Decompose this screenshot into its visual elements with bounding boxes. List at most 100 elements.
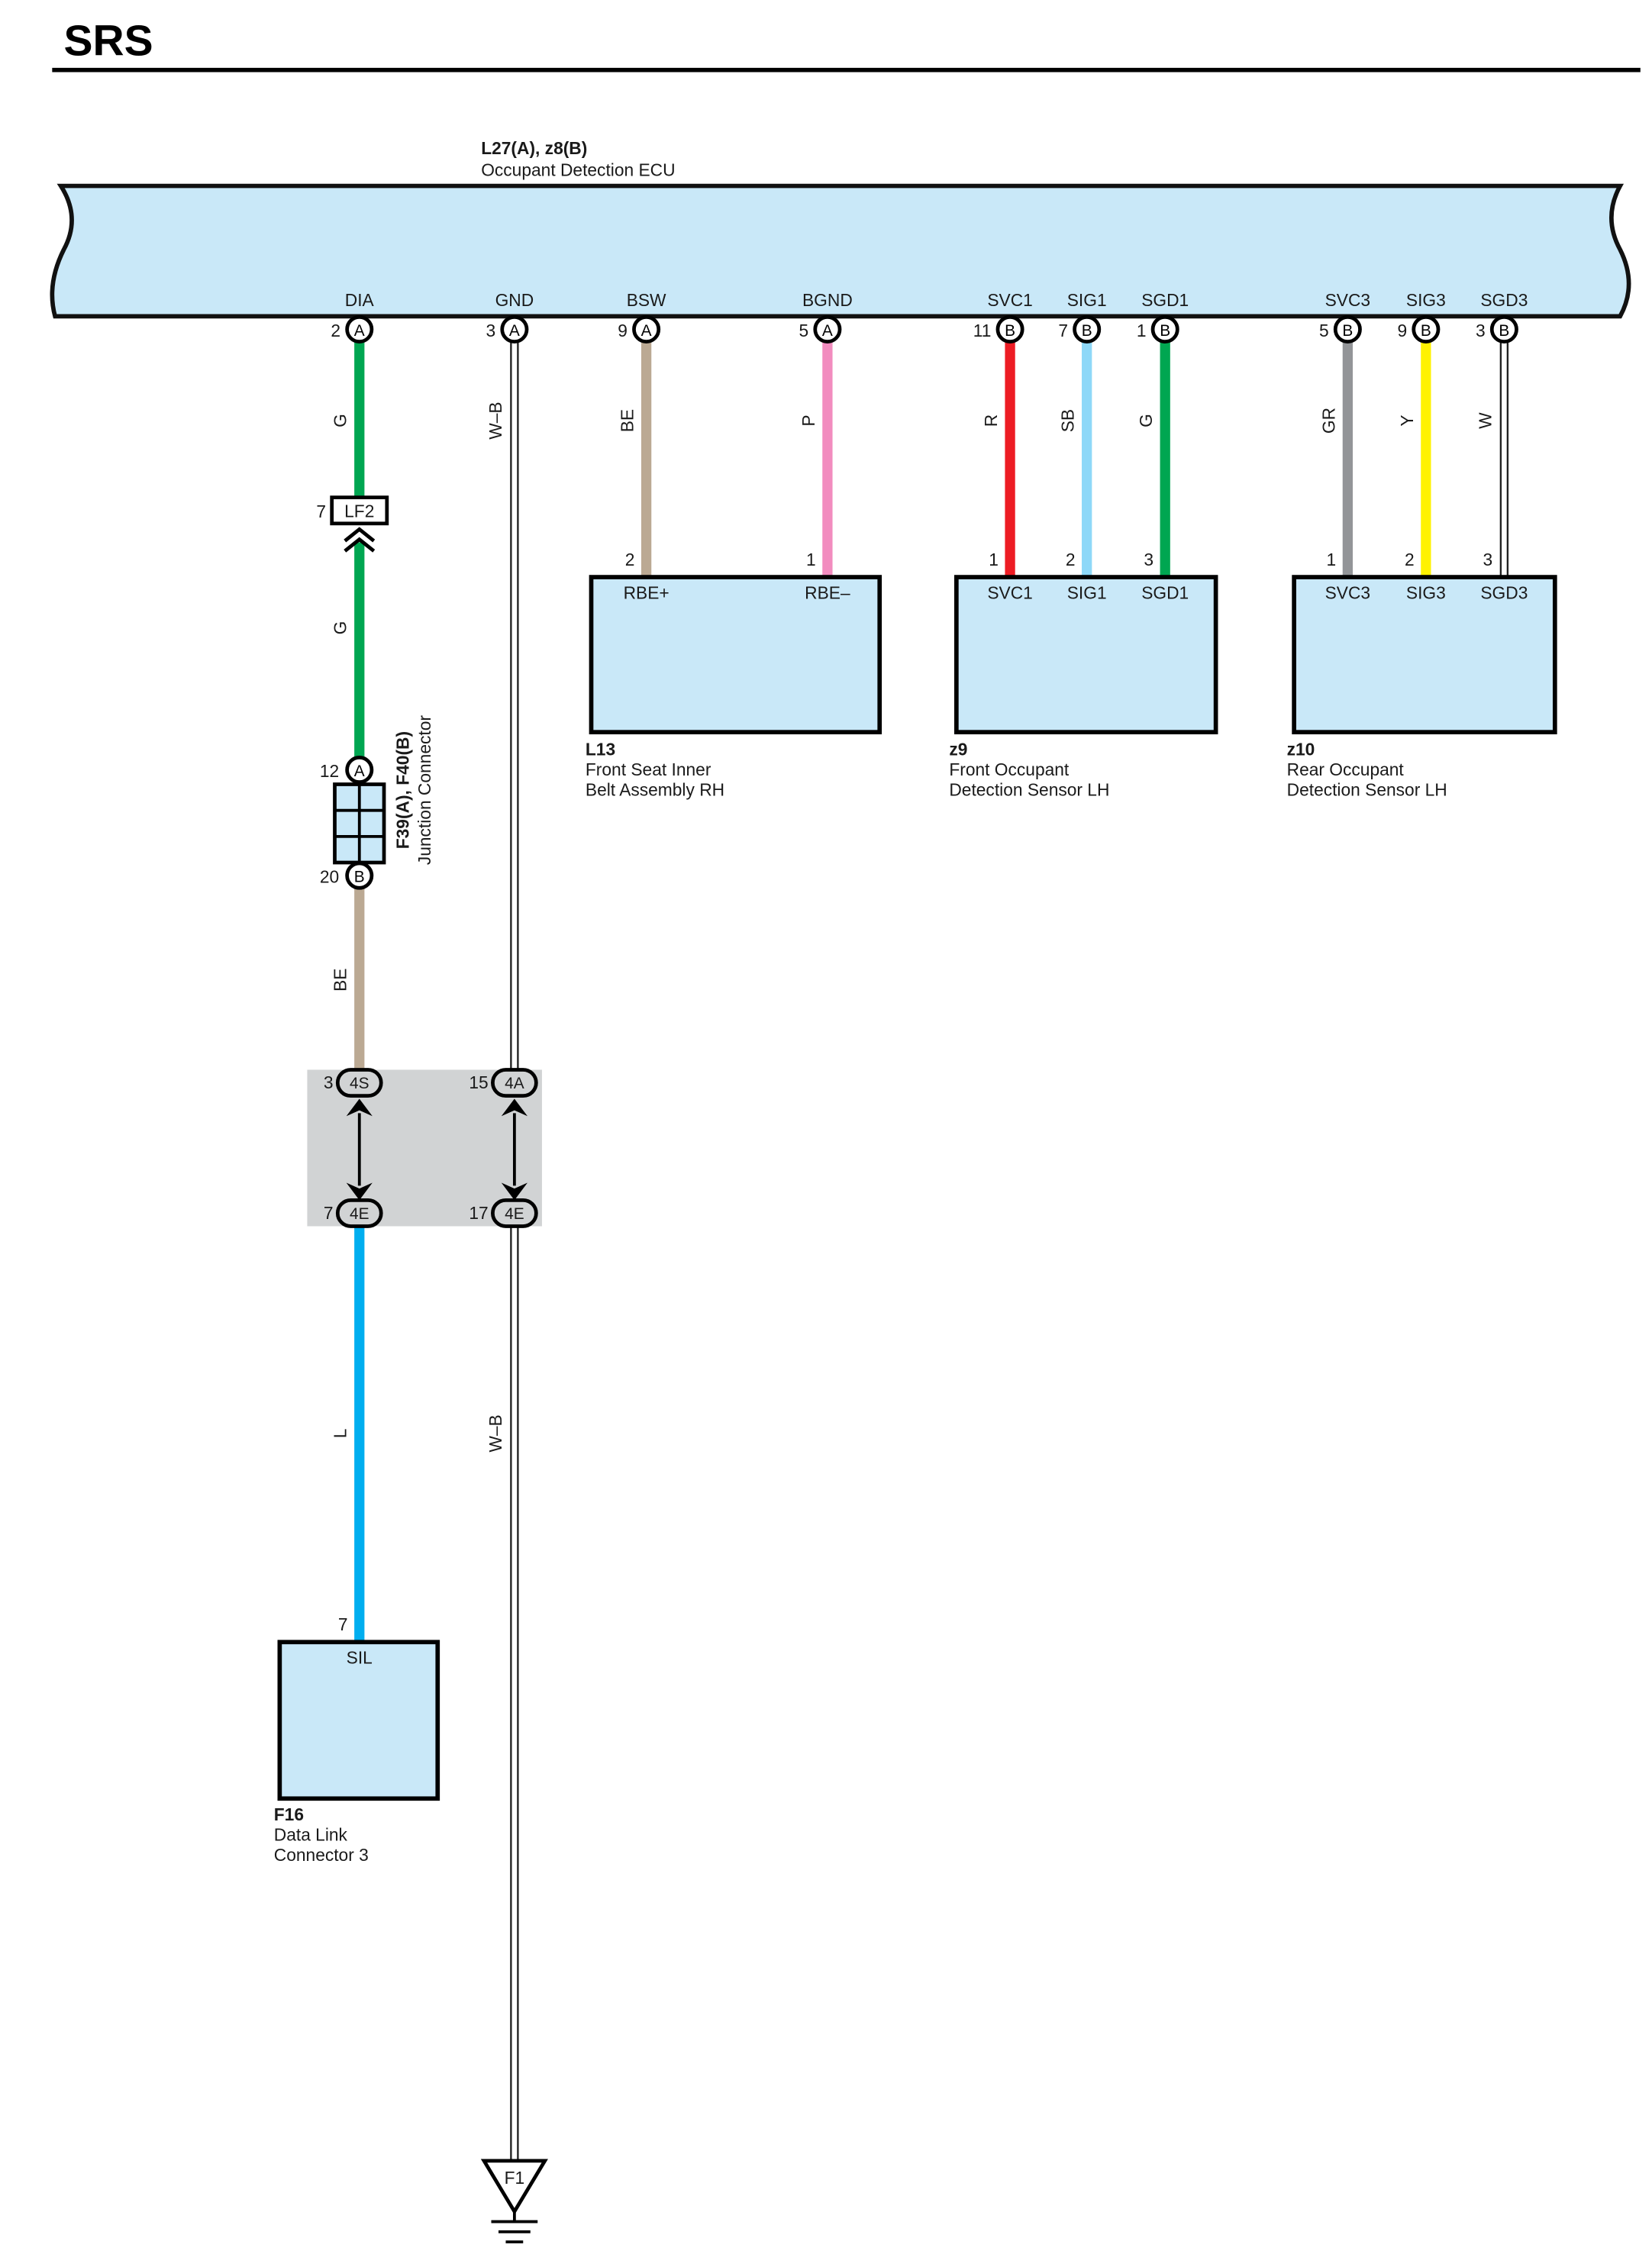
l13-name-line2: Belt Assembly RH bbox=[586, 780, 724, 800]
wire-label-sig1: SB bbox=[1058, 409, 1078, 432]
wire-label-svc3: GR bbox=[1318, 408, 1338, 434]
wires bbox=[354, 342, 1509, 2162]
l13-pin-label-1: RBE– bbox=[805, 583, 850, 603]
wire-label-sgd1: G bbox=[1136, 414, 1156, 427]
terminal-label-sgd3: SGD3 bbox=[1480, 290, 1528, 310]
terminal-label-svc1: SVC1 bbox=[987, 290, 1032, 310]
splice-gnd-bottom: 4E bbox=[505, 1205, 524, 1223]
splice-dia-top: 4S bbox=[350, 1075, 369, 1092]
pin-conn-sig3: B bbox=[1421, 322, 1431, 340]
pin-circle-dia: A bbox=[345, 314, 374, 343]
pin-circle-sgd1: B bbox=[1150, 314, 1179, 343]
pin-circle-sgd3: B bbox=[1489, 314, 1518, 343]
l13-name-line1: Front Seat Inner bbox=[586, 759, 711, 779]
splice-dia-arrow-down bbox=[346, 1182, 373, 1201]
splice-block: 3 4S 7 4E 15 4A 17 4E bbox=[307, 1068, 542, 1228]
pin-conn-sgd3: B bbox=[1499, 322, 1509, 340]
z10-pin-label-2: SGD3 bbox=[1480, 583, 1528, 603]
f16-pin-num-0: 7 bbox=[338, 1614, 348, 1634]
splice-gnd-arrow-down bbox=[501, 1182, 528, 1201]
f16-name-line1: Data Link bbox=[274, 1824, 348, 1844]
wire-label-svc1: R bbox=[981, 414, 1001, 427]
lf2-chevron-1 bbox=[344, 527, 376, 543]
pin-circle-svc3: B bbox=[1333, 314, 1362, 343]
terminal-label-sig1: SIG1 bbox=[1067, 290, 1107, 310]
z10-pin-num-1: 2 bbox=[1405, 550, 1415, 569]
pin-num-gnd: 3 bbox=[486, 321, 496, 340]
pin-conn-bsw: A bbox=[641, 322, 652, 340]
z10-pin-num-2: 3 bbox=[1483, 550, 1493, 569]
pin-num-bgnd: 5 bbox=[799, 321, 809, 340]
page-title: SRS bbox=[64, 17, 153, 66]
pin-conn-sgd1: B bbox=[1160, 322, 1170, 340]
terminal-label-svc3: SVC3 bbox=[1325, 290, 1370, 310]
jc-ref: F39(A), F40(B) bbox=[392, 731, 412, 849]
pin-circle-gnd: A bbox=[500, 314, 529, 343]
ecu-terminals: DIA GND BSW BGND SVC1 SIG1 SGD1 SVC3 SIG… bbox=[331, 290, 1528, 343]
wire-label-dia-upper: G bbox=[331, 414, 350, 427]
junction-connector: 12 A 20 B F39(A), F40(B) Junction Connec… bbox=[320, 715, 434, 890]
jc-top-pin-num: 12 bbox=[320, 761, 339, 781]
splice-dia-bottom-pin-num: 7 bbox=[324, 1203, 334, 1223]
pin-conn-svc3: B bbox=[1342, 322, 1353, 340]
jc-top-conn: A bbox=[354, 763, 365, 780]
pin-circle-bsw: A bbox=[632, 314, 661, 343]
splice-dia-top-pin-num: 3 bbox=[324, 1072, 334, 1092]
splice-gnd-top-pill bbox=[491, 1068, 538, 1098]
z10-box bbox=[1292, 575, 1557, 735]
wire-color-labels: G G BE L W–B W–B BE P R SB G GR Y W bbox=[331, 401, 1496, 1452]
ecu-name: Occupant Detection ECU bbox=[481, 160, 675, 179]
wire-label-bgnd: P bbox=[799, 414, 818, 426]
pin-circle-svc1: B bbox=[995, 314, 1024, 343]
pin-num-sig1: 7 bbox=[1058, 321, 1068, 340]
pin-num-sgd1: 1 bbox=[1137, 321, 1147, 340]
z9-pin-label-2: SGD1 bbox=[1141, 583, 1189, 603]
wire-label-bsw: BE bbox=[618, 409, 637, 432]
ground-triangle bbox=[480, 2159, 548, 2215]
z9-pin-num-1: 2 bbox=[1066, 550, 1076, 569]
l13-box bbox=[589, 575, 882, 735]
component-l13: 2 1 RBE+ RBE– L13 Front Seat Inner Belt … bbox=[586, 550, 882, 800]
pin-circle-sig1: B bbox=[1073, 314, 1102, 343]
z9-pin-label-1: SIG1 bbox=[1067, 583, 1107, 603]
f16-ref: F16 bbox=[274, 1804, 304, 1824]
f16-name-line2: Connector 3 bbox=[274, 1845, 369, 1865]
inline-connector-lf2: 7 LF2 bbox=[316, 495, 389, 553]
component-f16: 7 SIL F16 Data Link Connector 3 bbox=[274, 1614, 440, 1865]
jc-name: Junction Connector bbox=[415, 715, 434, 866]
pin-conn-gnd: A bbox=[509, 322, 520, 340]
pin-conn-dia: A bbox=[354, 322, 365, 340]
z9-box bbox=[953, 575, 1218, 735]
splice-gnd-top-pin-num: 15 bbox=[469, 1072, 488, 1092]
splice-gnd-top: 4A bbox=[505, 1075, 524, 1092]
lf2-pin-num: 7 bbox=[316, 501, 326, 521]
terminal-label-sgd1: SGD1 bbox=[1141, 290, 1189, 310]
component-z9: 1 2 3 SVC1 SIG1 SGD1 z9 Front Occupant D… bbox=[949, 550, 1218, 800]
z10-pin-num-0: 1 bbox=[1327, 550, 1337, 569]
f16-box bbox=[277, 1640, 440, 1801]
pin-circle-bgnd: A bbox=[813, 314, 842, 343]
lf2-name: LF2 bbox=[344, 501, 374, 521]
wire-label-sig3: Y bbox=[1397, 414, 1417, 426]
z10-name-line2: Detection Sensor LH bbox=[1287, 780, 1447, 800]
z9-name-line1: Front Occupant bbox=[949, 759, 1070, 779]
wire-label-dia-bottom: L bbox=[331, 1429, 350, 1439]
wire-label-sgd3: W bbox=[1475, 412, 1495, 429]
splice-dia-top-pill bbox=[335, 1068, 383, 1098]
terminal-label-bsw: BSW bbox=[627, 290, 666, 310]
pin-circle-sig3: B bbox=[1412, 314, 1441, 343]
lf2-box bbox=[330, 495, 389, 526]
z9-pin-num-0: 1 bbox=[989, 550, 999, 569]
splice-dia-bottom: 4E bbox=[350, 1205, 369, 1223]
pin-num-dia: 2 bbox=[331, 321, 340, 340]
terminal-label-sig3: SIG3 bbox=[1406, 290, 1446, 310]
pin-num-sgd3: 3 bbox=[1476, 321, 1486, 340]
l13-pin-label-0: RBE+ bbox=[624, 583, 670, 603]
jc-bottom-pin-circle bbox=[345, 861, 374, 890]
l13-pin-num-1: 1 bbox=[806, 550, 816, 569]
splice-gnd-bottom-pill bbox=[491, 1198, 538, 1228]
pin-num-svc1: 11 bbox=[973, 321, 992, 340]
z10-name-line1: Rear Occupant bbox=[1287, 759, 1405, 779]
ecu-body bbox=[50, 183, 1631, 319]
component-z10: 1 2 3 SVC3 SIG3 SGD3 z10 Rear Occupant D… bbox=[1287, 550, 1557, 800]
